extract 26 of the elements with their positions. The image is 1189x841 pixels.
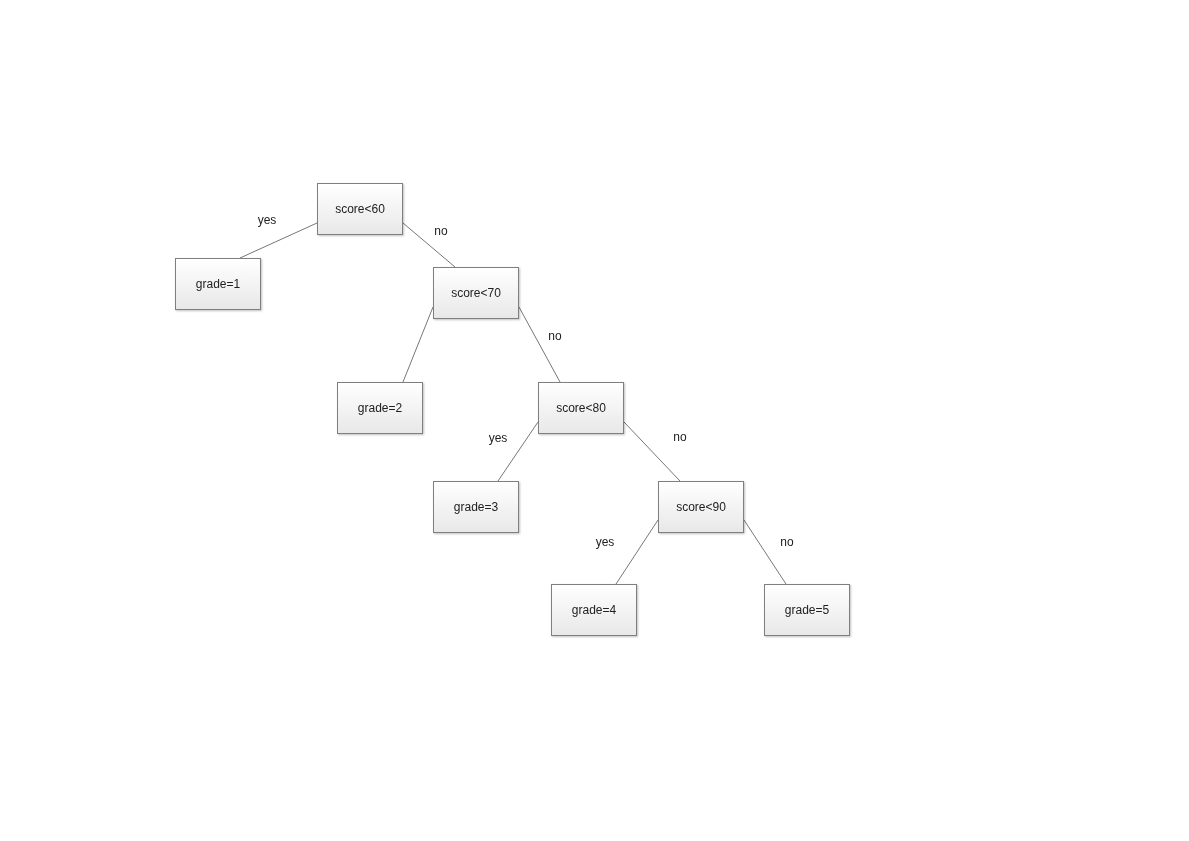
process-box: [658, 481, 744, 533]
process-box: [433, 267, 519, 319]
node-text: grade=2: [357, 401, 403, 415]
process-box: [337, 382, 423, 434]
node-text: grade=3: [453, 500, 499, 514]
process-box: [551, 584, 637, 636]
node-text: score<70: [451, 286, 501, 300]
node-text: score<90: [676, 500, 726, 514]
connector-line: [623, 421, 681, 482]
process-box: [538, 382, 624, 434]
process-box: [175, 258, 261, 310]
connector-line: [518, 306, 561, 383]
process-box: [317, 183, 403, 235]
process-box: [764, 584, 850, 636]
connector-line: [402, 222, 456, 268]
node-text: score<60: [335, 202, 385, 216]
connector-line: [239, 222, 318, 259]
node-text: score<80: [556, 401, 606, 415]
process-box: [433, 481, 519, 533]
connector-line: [615, 519, 659, 585]
node-text: grade=5: [784, 603, 830, 617]
connector-line: [402, 306, 434, 383]
node-text: grade=1: [195, 277, 241, 291]
connector-line: [497, 421, 539, 482]
connector-line: [743, 519, 787, 585]
node-text: grade=4: [571, 603, 617, 617]
